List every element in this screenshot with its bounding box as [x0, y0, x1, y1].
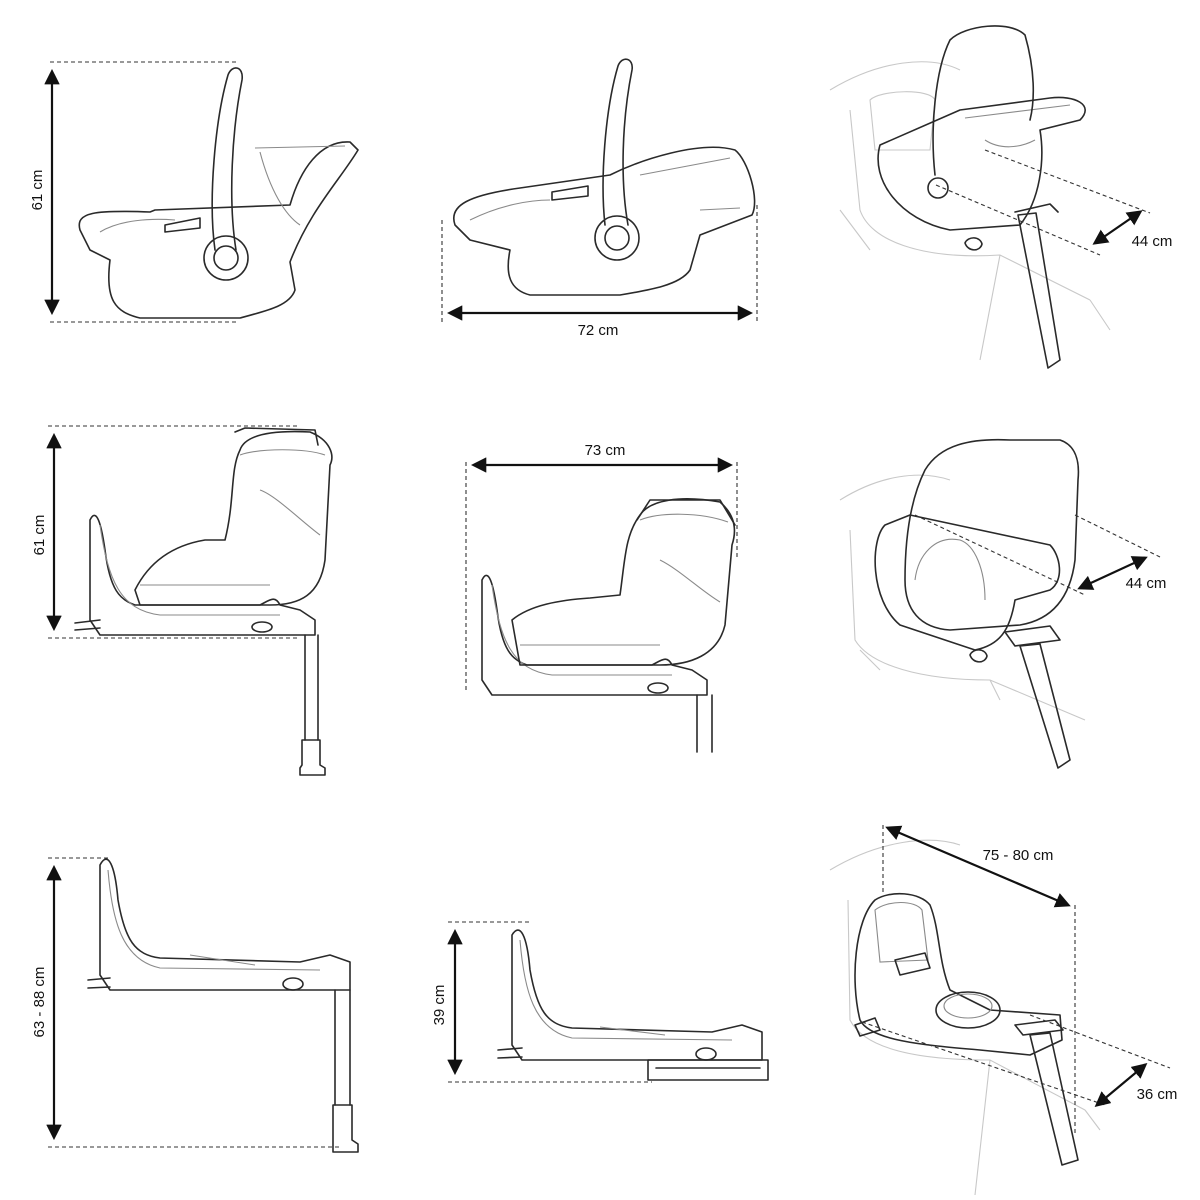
base-length-dimension: 75 - 80 cm [882, 825, 1076, 1135]
base-width-dimension: 36 cm [861, 1014, 1178, 1107]
seat-height-label: 61 cm [31, 515, 48, 556]
isofix-base-in-car-view [829, 839, 1101, 1196]
convertible-seat-length-view [481, 498, 736, 753]
base-height-dimension: 63 - 88 cm [31, 857, 340, 1148]
base-width-label: 36 cm [1137, 1086, 1178, 1103]
infant-carrier-in-car-view [829, 25, 1111, 369]
base-folded-height-dimension: 39 cm [431, 921, 652, 1083]
isofix-base-folded-view [497, 929, 769, 1081]
base-folded-height-label: 39 cm [431, 985, 448, 1026]
seat-length-dimension: 73 cm [465, 442, 738, 692]
carrier-height-label: 61 cm [29, 170, 46, 211]
infant-carrier-length-view [452, 58, 756, 296]
base-length-label: 75 - 80 cm [983, 847, 1054, 864]
convertible-seat-side-view [74, 427, 333, 776]
convertible-seat-in-car-view [839, 438, 1086, 769]
seat-height-dimension: 61 cm [31, 425, 300, 639]
carrier-length-label: 72 cm [578, 322, 619, 339]
base-height-label: 63 - 88 cm [31, 967, 48, 1038]
carrier-width-dimension: 44 cm [935, 149, 1173, 256]
carrier-length-dimension: 72 cm [441, 205, 758, 339]
seat-length-label: 73 cm [585, 442, 626, 459]
carrier-height-dimension: 61 cm [29, 61, 238, 323]
infant-carrier-side-view [78, 67, 359, 319]
isofix-base-extended-view [87, 858, 359, 1153]
seat-width-dimension: 44 cm [914, 514, 1167, 596]
seat-width-label: 44 cm [1126, 575, 1167, 592]
carrier-width-label: 44 cm [1132, 233, 1173, 250]
